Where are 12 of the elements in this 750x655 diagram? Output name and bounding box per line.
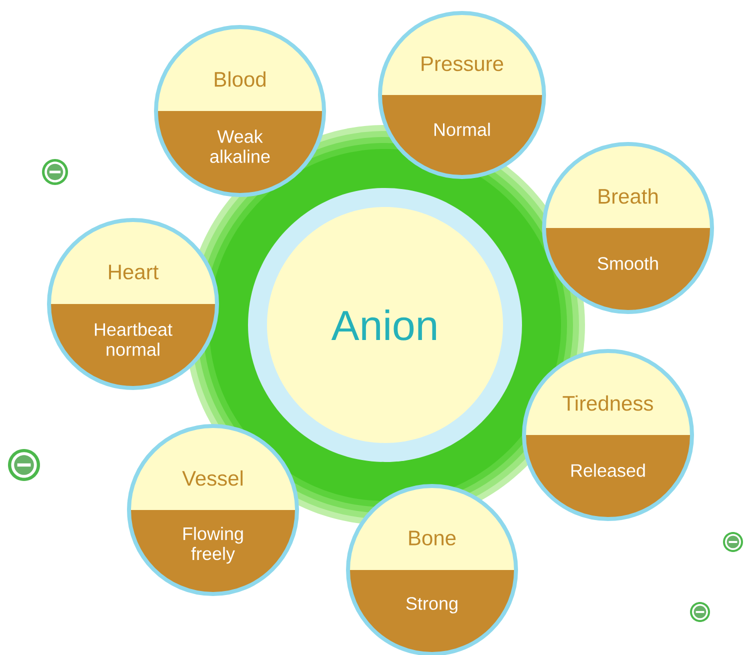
circle-title: Blood bbox=[214, 71, 266, 87]
circle-text: Smooth bbox=[598, 256, 658, 270]
circle-text: Flowing freely bbox=[183, 526, 243, 564]
circle-title: Breath bbox=[598, 188, 658, 204]
circle-title: Bone bbox=[409, 530, 456, 546]
circle-title: Pressure bbox=[422, 56, 504, 72]
circle-title: Vessel bbox=[182, 470, 243, 486]
circle-text: Strong bbox=[406, 597, 458, 614]
circle-text: Normal bbox=[434, 122, 490, 136]
circle-title: Heart bbox=[109, 264, 159, 280]
circle-text: Heartbeat normal bbox=[94, 322, 172, 356]
circle-text: Weak alkaline bbox=[210, 130, 270, 163]
